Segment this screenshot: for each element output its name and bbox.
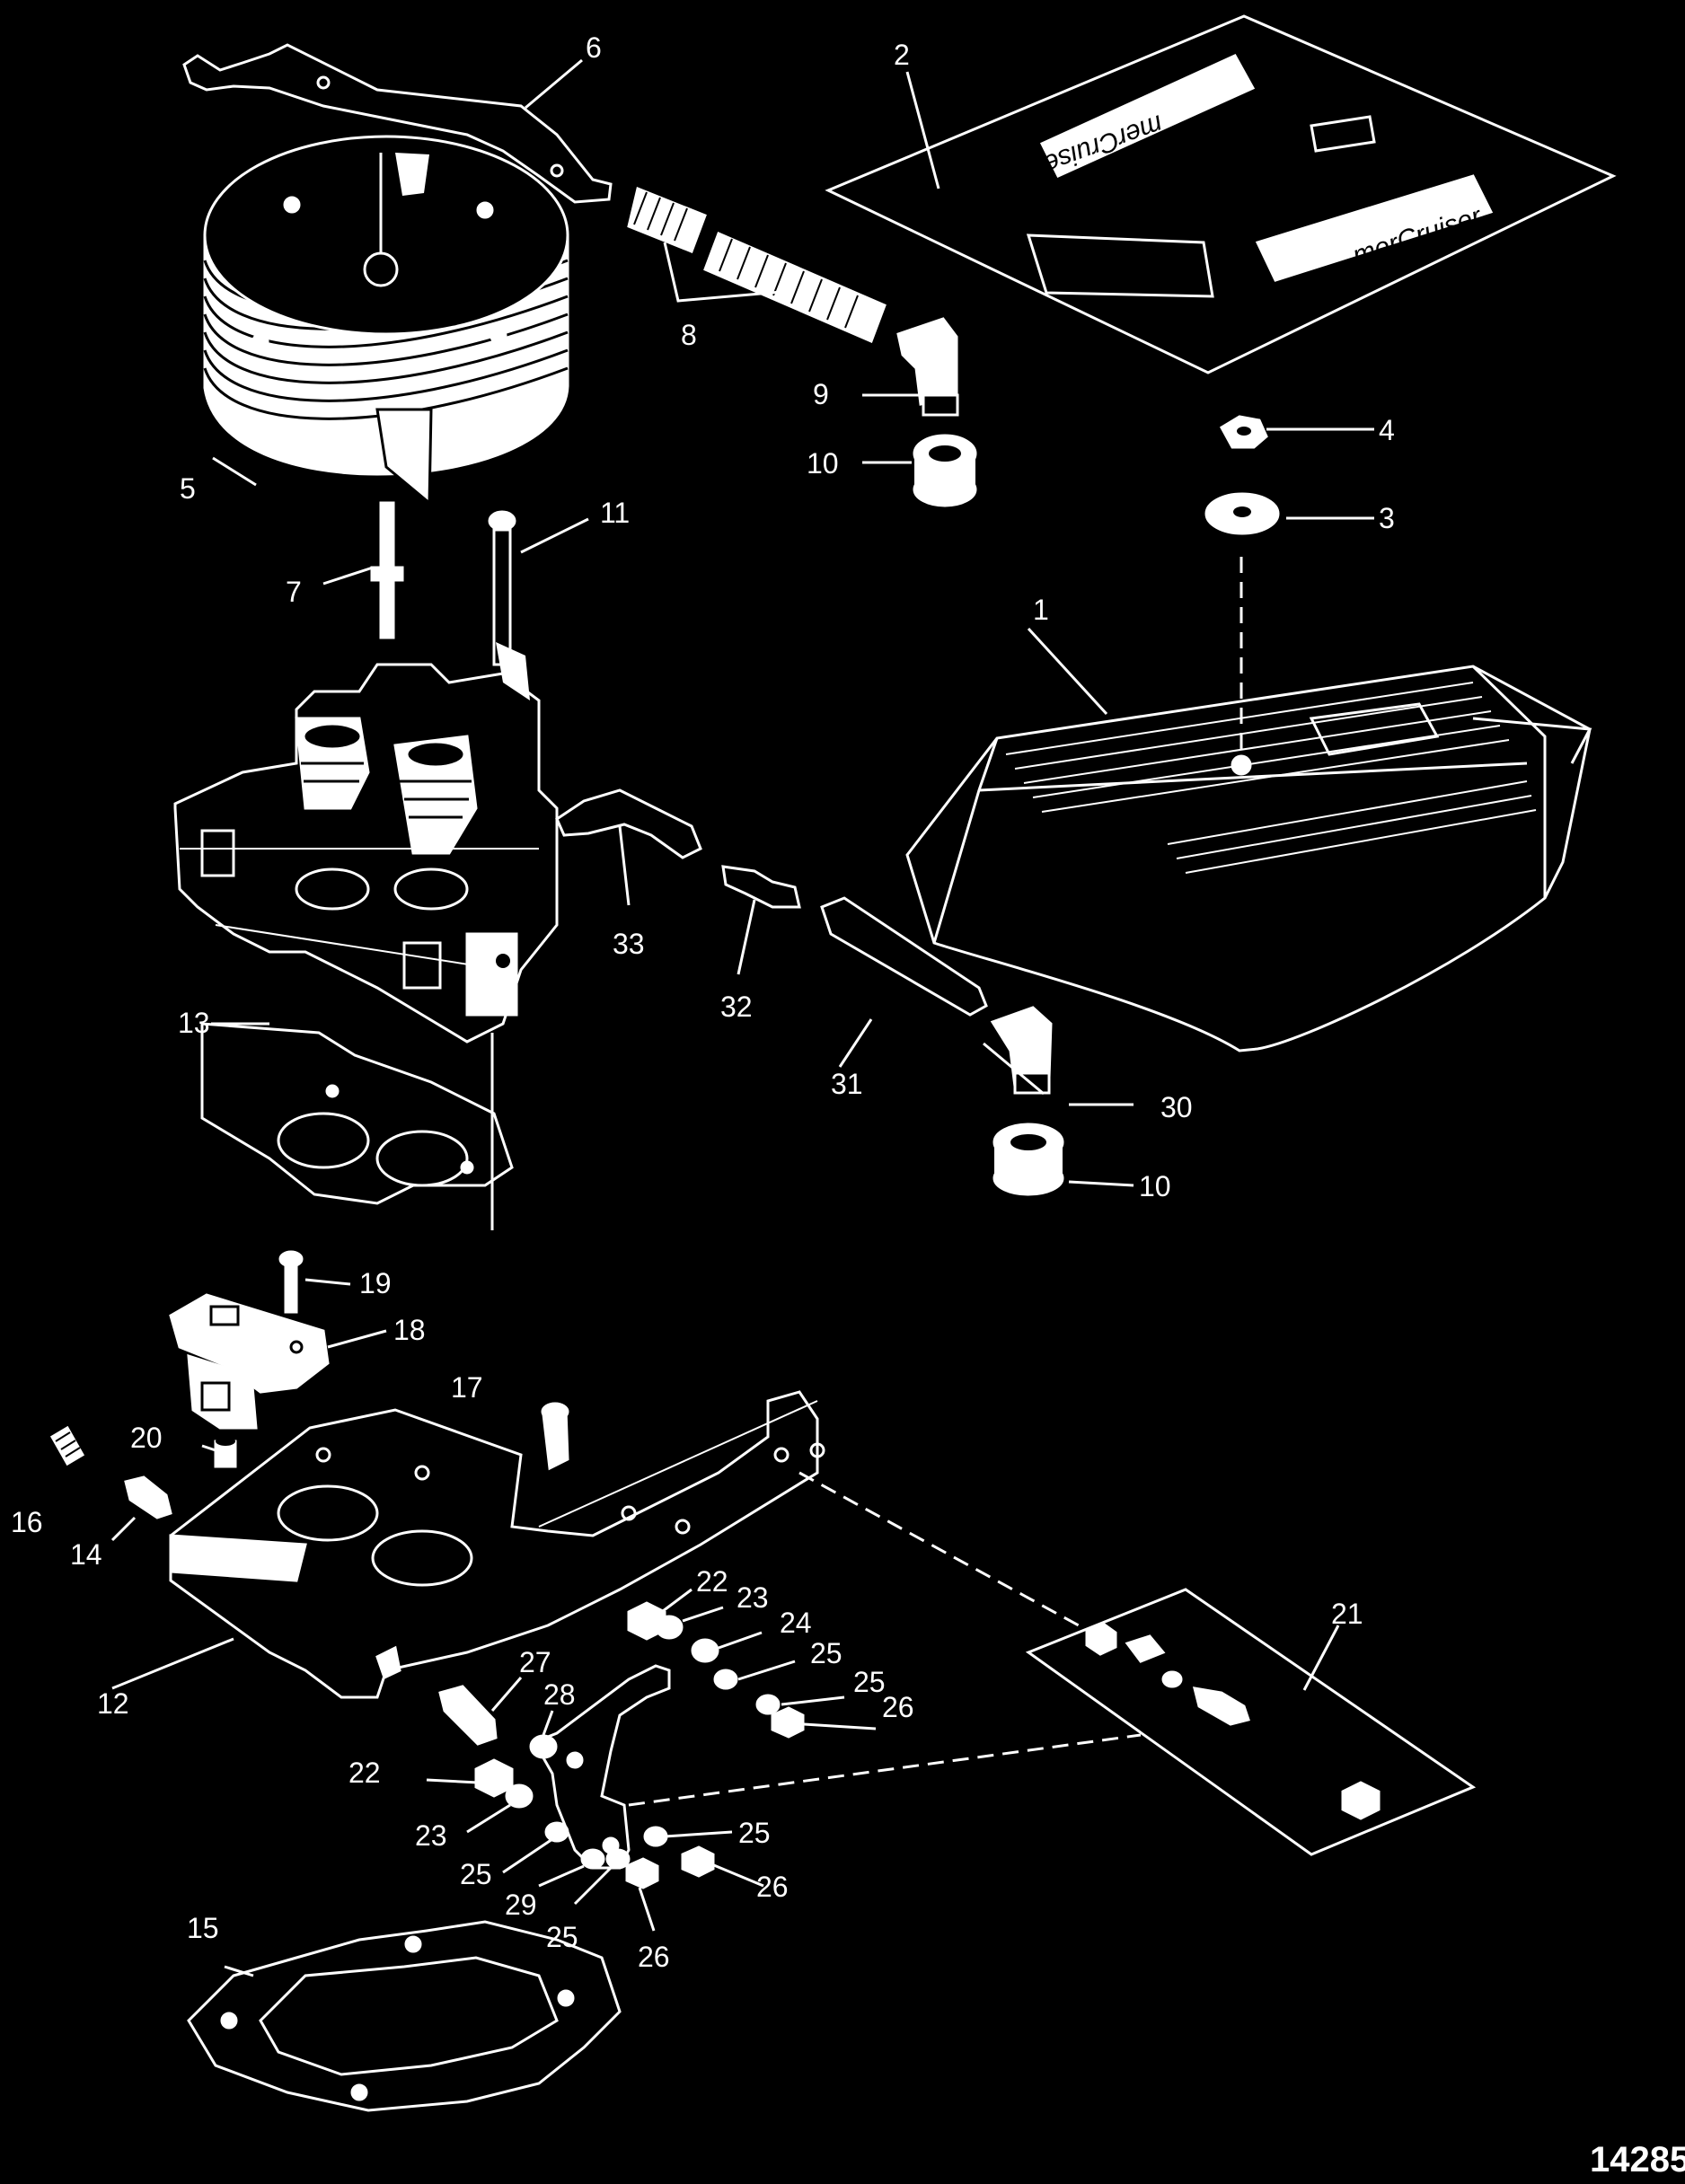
part-linkage-kit [1025,1588,1477,1856]
part-spring-16 [49,1425,85,1466]
callout-22-upper: 22 [696,1565,728,1598]
part-washer [1204,492,1280,535]
callout-2: 2 [894,39,910,71]
callout-18: 18 [393,1314,426,1346]
callout-17: 17 [451,1371,483,1404]
callout-26-b: 26 [756,1871,789,1903]
callout-20: 20 [130,1422,163,1454]
part-nut [1219,415,1268,449]
connection-lines [628,1471,1142,1807]
part-gasket-lower [187,1920,622,2112]
callout-16: 16 [11,1506,43,1538]
part-elbow-fitting [896,317,959,417]
callout-6: 6 [586,31,602,64]
part-adaptor [169,1390,825,1699]
callout-13: 13 [178,1007,210,1039]
callout-7: 7 [286,576,302,608]
part-hose [820,896,988,1017]
callout-9: 9 [813,378,829,410]
part-grommet-lower [992,1123,1064,1196]
callout-3: 3 [1379,502,1395,534]
callout-28: 28 [543,1678,576,1711]
callout-1: 1 [1033,594,1049,626]
leader-lines [110,58,1374,1977]
callout-23-upper: 23 [737,1581,769,1614]
callout-29: 29 [505,1889,537,1921]
part-vent-hose [555,788,702,859]
part-screw-19 [278,1250,304,1314]
part-sensor [169,1293,330,1430]
part-decal-sheet: merCruiser merCruiser [825,14,1617,374]
part-screw-17 [541,1402,569,1471]
callout-4: 4 [1379,414,1395,446]
part-throttle-body [173,663,559,1044]
callout-26-a: 26 [882,1691,914,1723]
callout-25-a: 25 [810,1637,842,1669]
part-fitting [721,865,801,909]
reference-number: 14285 [1590,2140,1685,2180]
callout-10-upper: 10 [807,447,839,480]
callout-33: 33 [613,928,645,960]
callout-31: 31 [831,1068,863,1100]
callout-5: 5 [180,472,196,505]
callout-19: 19 [359,1267,392,1299]
callout-30: 30 [1160,1091,1193,1123]
part-cover [905,557,1592,1052]
callout-10-lower: 10 [1139,1170,1171,1202]
callout-15: 15 [187,1912,219,1944]
part-fitting-14 [124,1475,172,1519]
part-grommet-upper [913,434,977,507]
part-spacer-20 [214,1437,237,1468]
callout-8: 8 [681,319,697,351]
part-flame-arrestor [203,135,569,506]
callout-12: 12 [97,1687,129,1720]
callout-32: 32 [720,991,753,1023]
callout-14: 14 [70,1538,102,1571]
callout-25-e: 25 [546,1921,578,1953]
part-bolt [488,510,530,700]
part-hardware [474,1601,805,1889]
callout-21: 21 [1331,1598,1363,1630]
part-breather-hose [627,186,887,344]
callout-24: 24 [780,1607,812,1639]
callout-11: 11 [600,497,630,529]
callout-22-lower: 22 [348,1757,381,1789]
part-elbow-fitting-lower [990,1006,1053,1095]
callout-23-lower: 23 [415,1819,447,1852]
callout-25-c: 25 [738,1817,771,1849]
callout-labels: 1 2 3 4 5 6 7 8 9 10 10 11 12 13 14 15 1… [11,31,1395,1973]
callout-25-b: 25 [853,1666,886,1698]
part-bracket [182,43,613,204]
part-stud [370,501,404,639]
callout-25-d: 25 [460,1858,492,1890]
part-gasket-upper [200,1022,514,1230]
callout-26-c: 26 [638,1941,670,1973]
part-pivot-27 [438,1685,498,1746]
callout-27: 27 [519,1646,551,1678]
